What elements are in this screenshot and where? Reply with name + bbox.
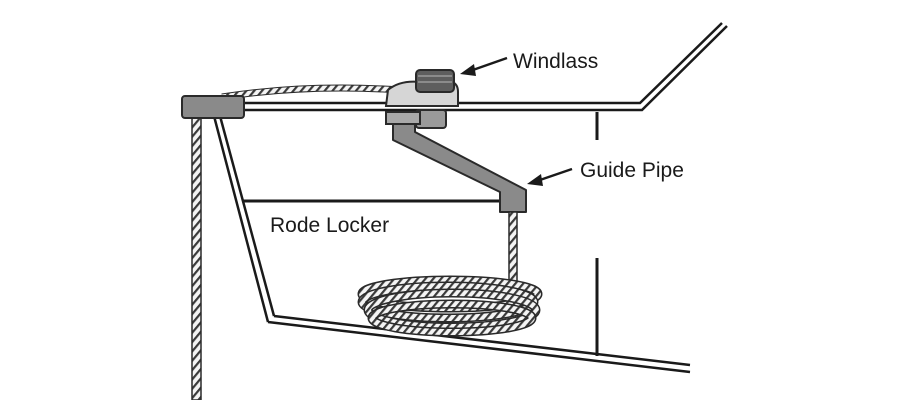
guide-pipe-arrow (536, 167, 573, 183)
windlass-drum (415, 69, 455, 93)
locker-structure (242, 112, 599, 356)
rode-locker-label: Rode Locker (270, 214, 389, 237)
bow-roller (181, 95, 245, 119)
guide-pipe-label: Guide Pipe (580, 159, 684, 182)
guide-pipe-arrowhead (527, 174, 543, 186)
hull-bottom-inner (273, 314, 691, 367)
bow-stem-outer (212, 115, 270, 323)
deck-line (205, 22, 723, 105)
locker-rode-drop (508, 211, 518, 285)
guide-pipe (385, 111, 527, 213)
windlass-unit (384, 69, 459, 129)
bow-stem-inner (218, 115, 276, 317)
hull-bottom-outer (267, 320, 691, 374)
bow-rode (191, 114, 202, 400)
windlass-arrowhead (460, 64, 476, 76)
hull-outline (205, 22, 728, 374)
coiled-rode (357, 275, 543, 337)
deck-line-inner (205, 25, 728, 112)
windlass-arrow (469, 56, 508, 73)
callout-arrows (460, 56, 573, 186)
windlass-label: Windlass (513, 50, 598, 73)
